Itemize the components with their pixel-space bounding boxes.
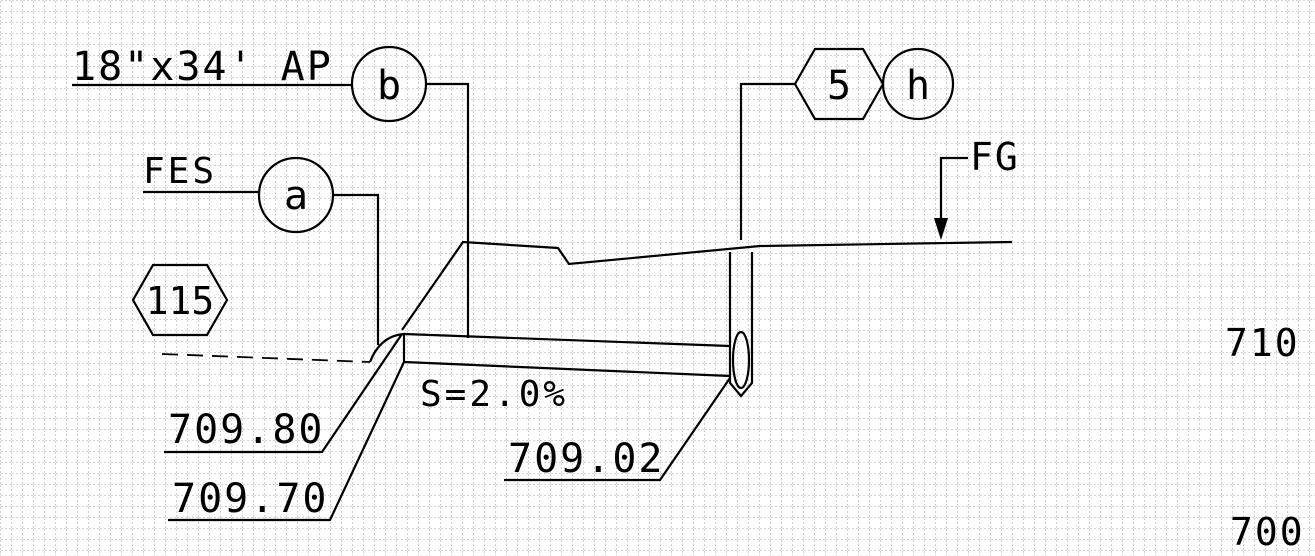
callout-h-circle (881, 47, 955, 121)
pipe-invert (403, 360, 731, 378)
grid-elev-710: 710 (1225, 321, 1300, 365)
callout-b-leader (426, 82, 470, 338)
finished-grade-line (401, 240, 1013, 331)
callout-a-leader (333, 193, 380, 345)
hex-115-text: 115 (146, 279, 215, 323)
fes-end-section (368, 332, 406, 363)
elev-709-70-leader (168, 361, 405, 522)
elev-709-80: 709.80 (168, 407, 325, 453)
callout-5-leader (739, 82, 795, 240)
fg-label: FG (970, 135, 1020, 179)
existing-ground-dashed (161, 353, 371, 363)
hex-5-text: 5 (827, 63, 851, 109)
elev-709-80-leader (164, 333, 403, 454)
structure-outline (728, 252, 754, 398)
fg-leader (939, 156, 968, 220)
hex-115-tag (131, 263, 229, 337)
fg-arrowhead (934, 218, 948, 240)
structure-opening (731, 330, 751, 390)
elev-709-02-leader (504, 377, 731, 482)
elev-709-70: 709.70 (172, 476, 329, 522)
slope-label: S=2.0% (420, 374, 568, 415)
callout-a-text: a (284, 173, 308, 219)
pipe-spec-label: 18"x34' AP (72, 44, 333, 90)
elev-709-02: 709.02 (508, 436, 665, 482)
grid-elev-700: 700 (1230, 510, 1305, 554)
pipe-top (403, 332, 731, 348)
fes-label: FES (143, 151, 217, 192)
callout-h-text: h (906, 63, 930, 109)
callout-b-text: b (377, 63, 401, 109)
